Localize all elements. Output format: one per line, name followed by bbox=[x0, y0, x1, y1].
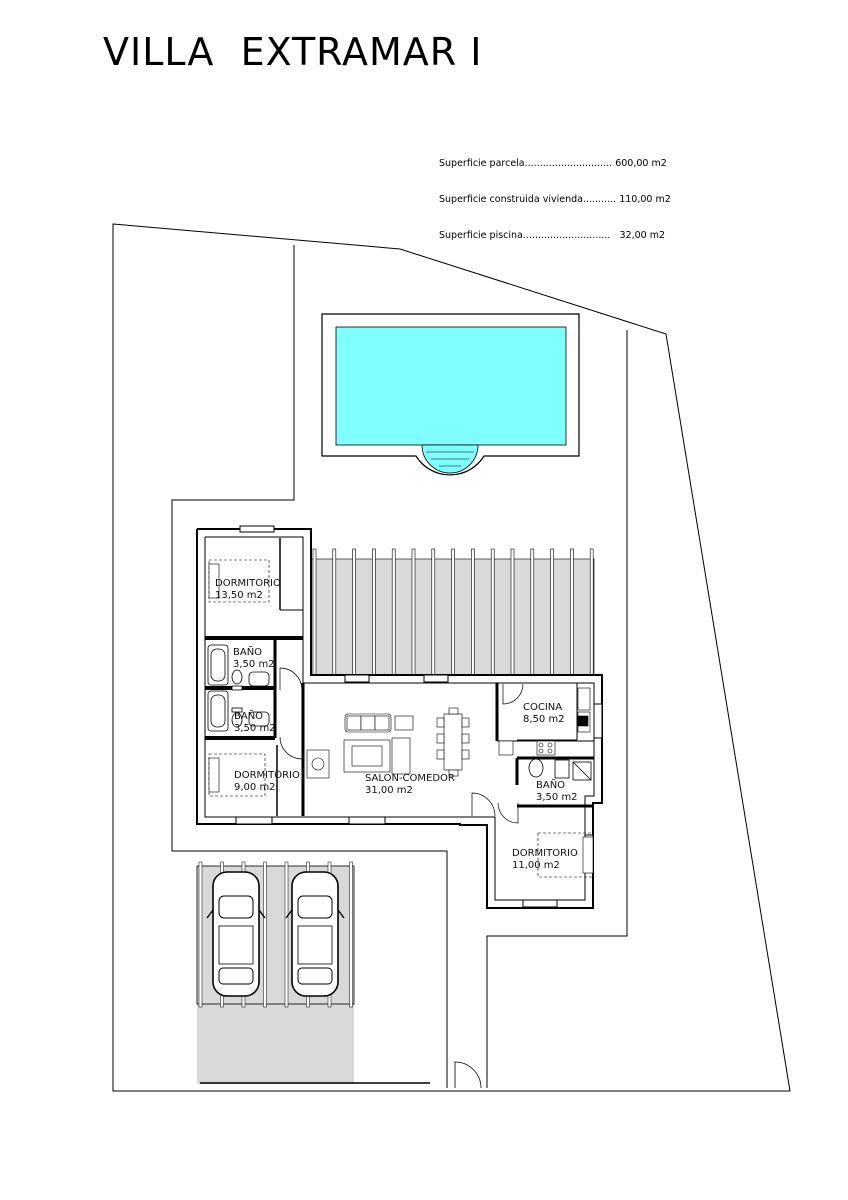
stat-piscina: Superficie piscina......................… bbox=[439, 230, 666, 241]
pergola-beam bbox=[332, 548, 337, 676]
kitchen-fixtures bbox=[498, 687, 591, 756]
stat-parcela: Superficie parcela......................… bbox=[439, 158, 667, 169]
room-name: COCINA bbox=[523, 702, 562, 713]
gate-door bbox=[454, 1061, 482, 1089]
carport-beam bbox=[284, 861, 289, 1008]
bathroom-fixtures bbox=[207, 644, 592, 781]
house-walls bbox=[196, 528, 603, 909]
pergola-beam bbox=[550, 548, 554, 676]
pergola-beam bbox=[391, 548, 396, 676]
pergola-beam bbox=[372, 548, 376, 676]
pool-water bbox=[335, 326, 567, 446]
car-icon bbox=[285, 871, 345, 997]
carport-beam bbox=[263, 861, 267, 1008]
room-area: 3,50 m2 bbox=[536, 792, 578, 803]
pergola-beam bbox=[312, 548, 317, 676]
terrace-pergola bbox=[310, 548, 595, 676]
setback-line bbox=[171, 245, 448, 1088]
room-name: BAÑO bbox=[536, 778, 565, 791]
pergola-beam bbox=[451, 548, 455, 676]
room-area: 3,50 m2 bbox=[233, 659, 275, 670]
surface-summary: Superficie parcela......................… bbox=[439, 134, 671, 254]
pergola-beam bbox=[352, 548, 356, 676]
car-icon bbox=[206, 871, 266, 997]
room-area: 31,00 m2 bbox=[365, 785, 413, 796]
room-area: 11,00 m2 bbox=[512, 860, 560, 871]
page-title: VILLA EXTRAMAR I bbox=[103, 30, 483, 74]
pergola-beam bbox=[471, 548, 475, 676]
room-name: DORMITORIO bbox=[512, 848, 578, 859]
pergola-beam bbox=[530, 548, 535, 676]
plot-boundary bbox=[112, 223, 791, 1092]
beds bbox=[208, 559, 594, 878]
room-name: DORMITORIO bbox=[234, 770, 300, 781]
room-area: 13,50 m2 bbox=[215, 590, 263, 601]
pool bbox=[321, 313, 580, 476]
room-labels: DORMITORIO 13,50 m2 BAÑO 3,50 m2 BAÑO 3,… bbox=[215, 578, 578, 871]
room-area: 3,50 m2 bbox=[234, 723, 276, 734]
room-area: 8,50 m2 bbox=[523, 714, 565, 725]
pergola-beam bbox=[431, 548, 436, 676]
pergola-beam bbox=[490, 548, 495, 676]
setback-line-right bbox=[486, 330, 628, 1088]
pergola-beam bbox=[411, 548, 416, 676]
living-furniture bbox=[306, 707, 470, 779]
pergola-beam bbox=[570, 548, 574, 676]
room-name: BAÑO bbox=[234, 709, 263, 722]
stat-vivienda: Superficie construida vivienda..........… bbox=[439, 194, 671, 205]
carport-beam bbox=[198, 861, 203, 1008]
door-swings bbox=[279, 667, 524, 824]
room-name: DORMITORIO bbox=[215, 578, 281, 589]
carport-beam bbox=[349, 861, 353, 1008]
pergola-beam bbox=[589, 548, 594, 676]
carport bbox=[196, 861, 482, 1089]
room-area: 9,00 m2 bbox=[234, 782, 276, 793]
pergola-beam bbox=[510, 548, 515, 676]
room-name: SALON-COMEDOR bbox=[365, 773, 455, 784]
room-name: BAÑO bbox=[233, 645, 262, 658]
